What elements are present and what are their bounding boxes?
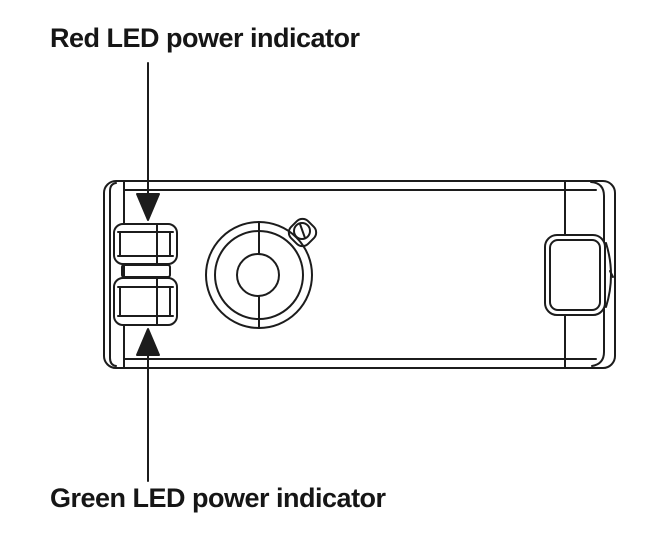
red-led-arrow <box>136 62 160 221</box>
green-led-label: Green LED power indicator <box>50 483 386 513</box>
led-housing-bridge <box>121 264 171 278</box>
device-body <box>103 180 616 369</box>
left-cap-face-line <box>109 182 117 367</box>
green-led-window <box>113 277 178 326</box>
arrowhead-up <box>136 328 160 356</box>
side-connector <box>544 234 614 316</box>
green-led-arrow <box>136 328 160 482</box>
connector-notch <box>609 270 614 278</box>
screw-tab <box>287 217 318 248</box>
red-led-label: Red LED power indicator <box>50 23 360 53</box>
dial-hub <box>236 253 280 297</box>
red-led-window <box>113 223 178 265</box>
screw-slot <box>299 223 306 239</box>
center-dial <box>205 221 313 329</box>
connector-bulge <box>605 242 612 308</box>
arrowhead-down <box>136 193 160 221</box>
